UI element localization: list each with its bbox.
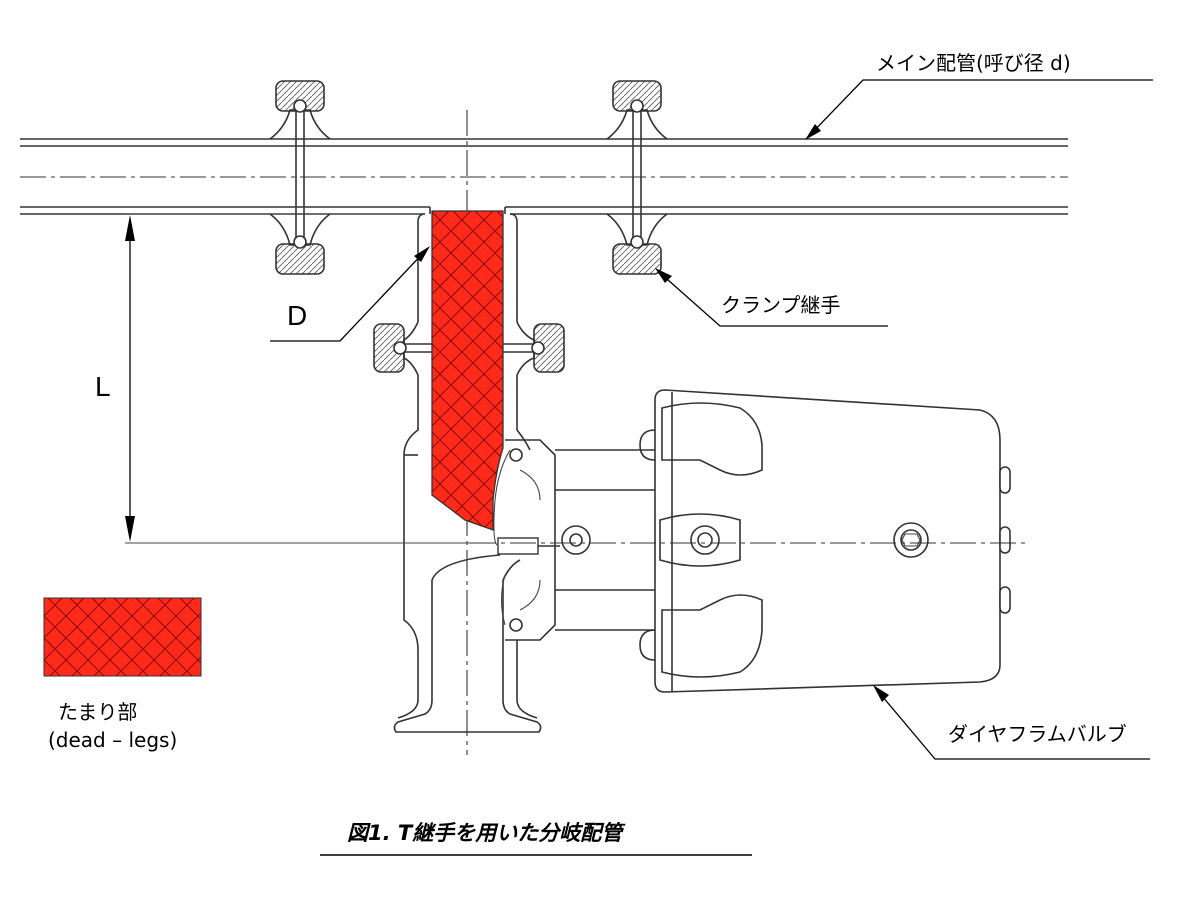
clamp-label: クランプ継手 (721, 293, 840, 317)
dimension-l-arrow-top (125, 215, 135, 241)
leader-arrow-main (805, 124, 821, 140)
length-label: L (95, 371, 111, 402)
branch-clamp (373, 321, 565, 376)
valve-bonnet (493, 439, 655, 641)
clamp-joint-left (269, 80, 331, 275)
dead-leg-region (431, 210, 504, 531)
dimension-l-arrow-bottom (125, 516, 135, 542)
leader-arrow-clamp (655, 268, 672, 283)
valve-label: ダイヤフラムバルブ (948, 722, 1127, 746)
leader-lines (270, 79, 1153, 760)
leader-arrow-d (414, 246, 430, 262)
dimension-l (125, 213, 470, 544)
legend-label-line2: (dead – legs) (48, 728, 177, 752)
legend-label-line1: たまり部 (58, 700, 137, 724)
diameter-label: D (287, 300, 307, 331)
figure-caption: 図1. T継手を用いた分岐配管 (347, 821, 626, 845)
main-pipe (20, 138, 1068, 215)
valve-actuator (639, 389, 1011, 693)
legend-swatch (43, 597, 202, 677)
main-pipe-label: メイン配管(呼び径 d) (876, 51, 1071, 75)
valve-body (393, 375, 542, 733)
clamp-joint-right (606, 80, 668, 275)
legend: たまり部 (dead – legs) (43, 597, 202, 752)
leader-arrow-valve (873, 685, 889, 702)
